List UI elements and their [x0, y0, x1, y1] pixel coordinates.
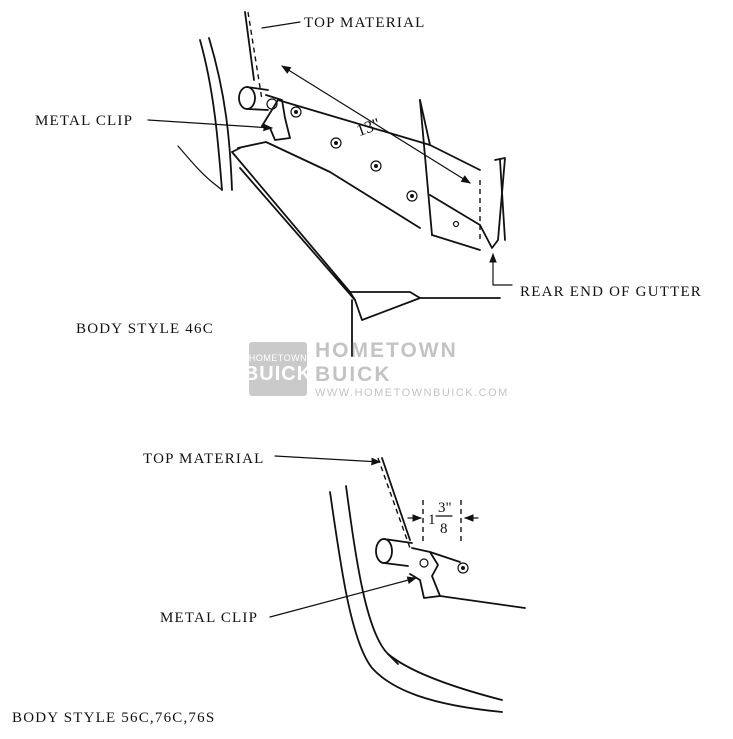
watermark-text: HOMETOWN BUICK WWW.HOMETOWNBUICK.COM — [315, 339, 509, 399]
top-material-label-2: TOP MATERIAL — [143, 451, 265, 467]
body-style-56c-caption: BODY STYLE 56C,76C,76S — [12, 710, 215, 726]
watermark-badge-top: HOMETOWN — [248, 352, 308, 363]
watermark-title: HOMETOWN BUICK — [315, 339, 458, 386]
bolt-5 — [457, 562, 469, 574]
bolt-1 — [290, 106, 302, 118]
watermark-badge: HOMETOWN BUICK — [244, 342, 311, 396]
watermark-badge-bottom: BUICK — [243, 362, 313, 385]
dimension-1-3-8-numerator: 3" — [438, 500, 452, 516]
bolt-2 — [330, 137, 342, 149]
rear-end-gutter-label: REAR END OF GUTTER — [520, 284, 702, 300]
top-material-label-1: TOP MATERIAL — [304, 15, 426, 31]
dimension-1-3-8-whole: 1 — [428, 512, 436, 528]
dimension-1-3-8-denominator: 8 — [440, 521, 448, 537]
dimension-13-label: 13" — [354, 114, 383, 140]
top-diagram — [147, 11, 513, 357]
metal-clip-label-1: METAL CLIP — [35, 113, 133, 129]
bottom-diagram — [269, 455, 526, 713]
bolt-3 — [370, 160, 382, 172]
bolt-4 — [406, 190, 418, 202]
metal-clip-label-2: METAL CLIP — [160, 610, 258, 626]
hometown-buick-watermark: HOMETOWN BUICK HOMETOWN BUICK WWW.HOMETO… — [244, 339, 508, 399]
watermark-url: WWW.HOMETOWNBUICK.COM — [315, 387, 509, 399]
body-style-46c-caption: BODY STYLE 46C — [76, 321, 214, 337]
